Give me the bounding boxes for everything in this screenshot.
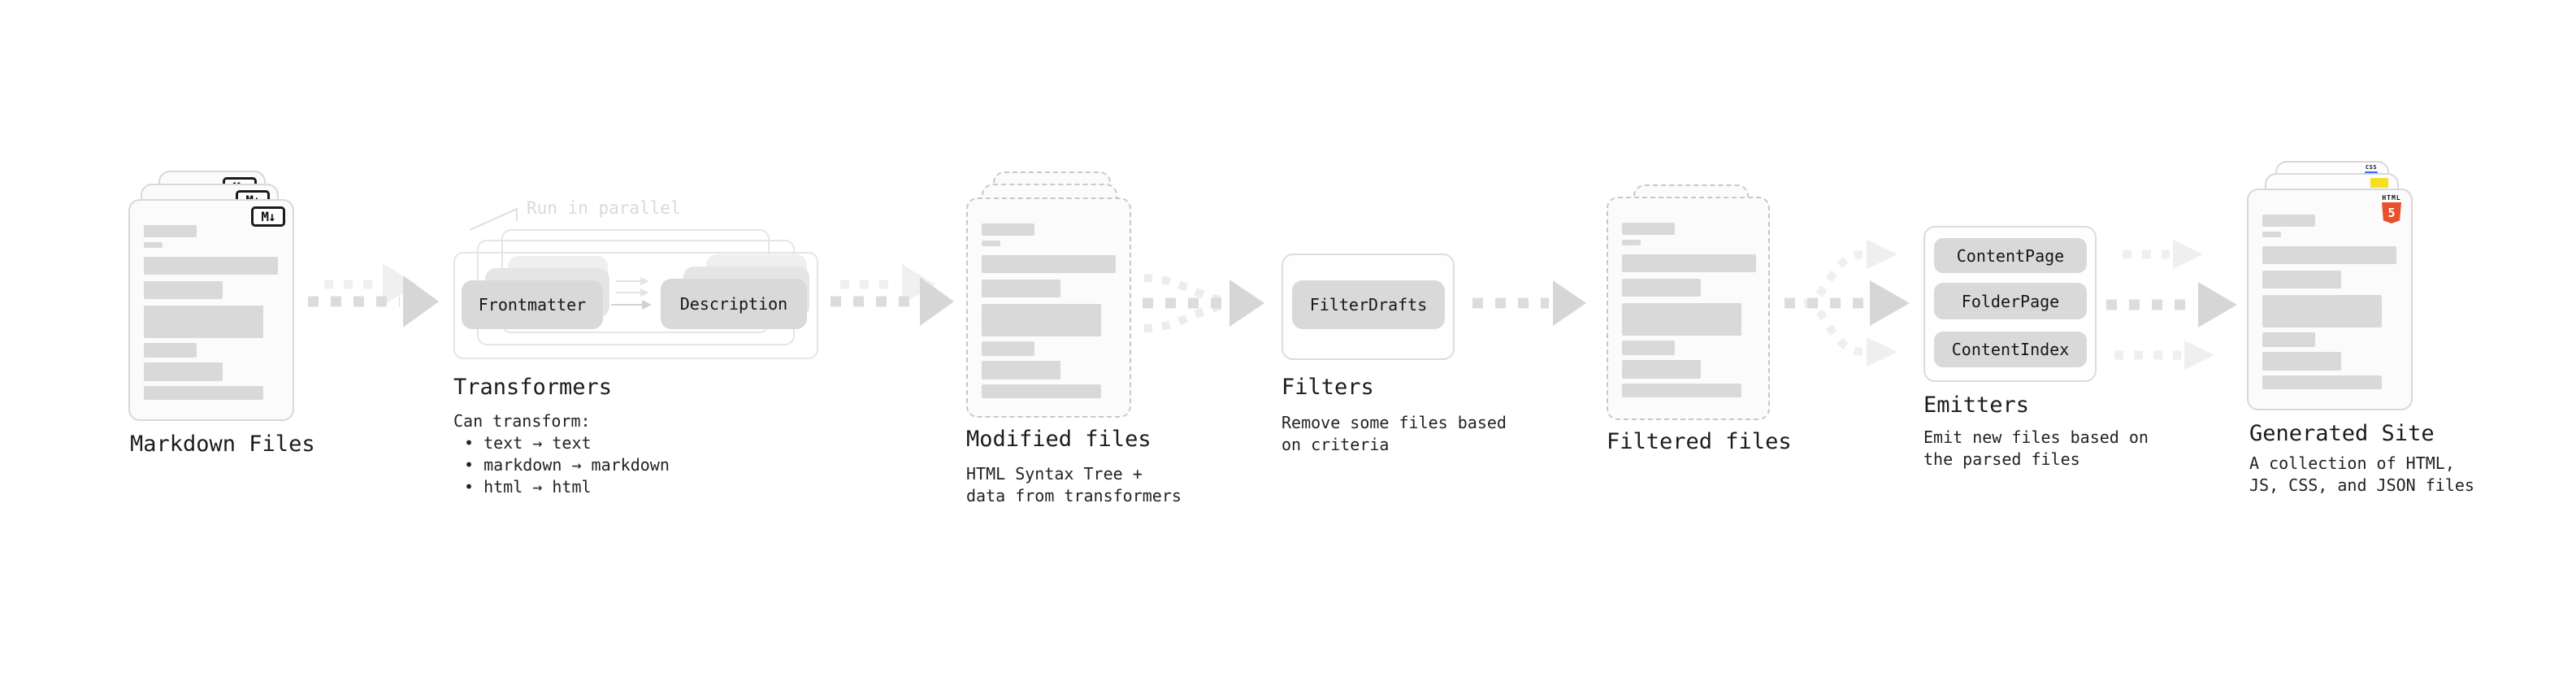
transformers-container-front bbox=[453, 252, 818, 359]
doc-text-placeholder-bars bbox=[1622, 223, 1756, 397]
generated-desc-line: JS, CSS, and JSON files bbox=[2249, 475, 2474, 495]
transformers-label: Transformers bbox=[453, 375, 613, 400]
modified-desc-line: data from transformers bbox=[966, 486, 1182, 505]
arrow-emitters-to-generated bbox=[2106, 240, 2237, 370]
generated-site-label: Generated Site bbox=[2249, 421, 2435, 446]
html5-icon-shield: 5 bbox=[2382, 202, 2401, 223]
filter-node-filterdrafts: FilterDrafts bbox=[1292, 280, 1445, 329]
transformers-bullet: • markdown → markdown bbox=[464, 455, 670, 475]
modified-desc-line: HTML Syntax Tree + bbox=[966, 464, 1143, 484]
transformer-node-description: Description bbox=[661, 279, 807, 329]
arrow-markdown-to-transformers bbox=[308, 263, 439, 327]
arrow-filtered-to-emitters-split bbox=[1785, 240, 1910, 367]
filters-description: Remove some files based on criteria bbox=[1281, 412, 1507, 456]
transformers-desc-title: Can transform: bbox=[453, 411, 591, 431]
doc-text-placeholder-bars bbox=[144, 225, 278, 400]
transformer-node-frontmatter: Frontmatter bbox=[462, 280, 603, 329]
markdown-icon: M↓ bbox=[251, 206, 285, 227]
arrow-modified-to-filters-merge bbox=[1143, 274, 1264, 332]
markdown-doc-front: M↓ bbox=[128, 199, 294, 421]
arrow-filters-to-filtered bbox=[1472, 280, 1586, 326]
transformers-bullet: • text → text bbox=[464, 433, 592, 453]
emitter-node-contentindex: ContentIndex bbox=[1934, 332, 2087, 367]
generated-desc-line: A collection of HTML, bbox=[2249, 453, 2455, 473]
emitter-node-folderpage: FolderPage bbox=[1934, 283, 2087, 319]
doc-text-placeholder-bars bbox=[2262, 215, 2396, 389]
modified-doc-front bbox=[966, 197, 1131, 418]
css-icon-word: CSS bbox=[2365, 164, 2378, 171]
transformers-bullet: • html → html bbox=[464, 477, 592, 497]
transformers-description: Can transform: • text → text • markdown … bbox=[453, 410, 670, 498]
generated-doc-front: HTML 5 bbox=[2247, 189, 2413, 410]
filtered-files-label: Filtered files bbox=[1607, 429, 1792, 454]
emitters-description: Emit new files based on the parsed files bbox=[1923, 427, 2149, 471]
filters-desc-line: on criteria bbox=[1281, 435, 1390, 454]
modified-files-description: HTML Syntax Tree + data from transformer… bbox=[966, 463, 1182, 507]
filters-desc-line: Remove some files based bbox=[1281, 413, 1507, 432]
run-in-parallel-callout-line bbox=[469, 207, 518, 231]
html5-icon: HTML 5 bbox=[2381, 194, 2402, 223]
emitters-desc-line: Emit new files based on bbox=[1923, 427, 2149, 447]
markdown-files-label: Markdown Files bbox=[130, 432, 315, 457]
generated-site-description: A collection of HTML, JS, CSS, and JSON … bbox=[2249, 453, 2474, 497]
filtered-doc-front bbox=[1607, 197, 1770, 420]
modified-files-label: Modified files bbox=[966, 427, 1151, 452]
emitters-label: Emitters bbox=[1923, 393, 2030, 418]
filters-label: Filters bbox=[1281, 375, 1374, 400]
html5-icon-word: HTML bbox=[2382, 194, 2401, 202]
emitter-node-contentpage: ContentPage bbox=[1934, 238, 2087, 273]
doc-text-placeholder-bars bbox=[982, 223, 1116, 398]
run-in-parallel-annotation: Run in parallel bbox=[527, 198, 681, 218]
arrow-transformers-to-modified bbox=[830, 264, 954, 326]
emitters-desc-line: the parsed files bbox=[1923, 449, 2080, 469]
js-icon bbox=[2370, 178, 2388, 188]
